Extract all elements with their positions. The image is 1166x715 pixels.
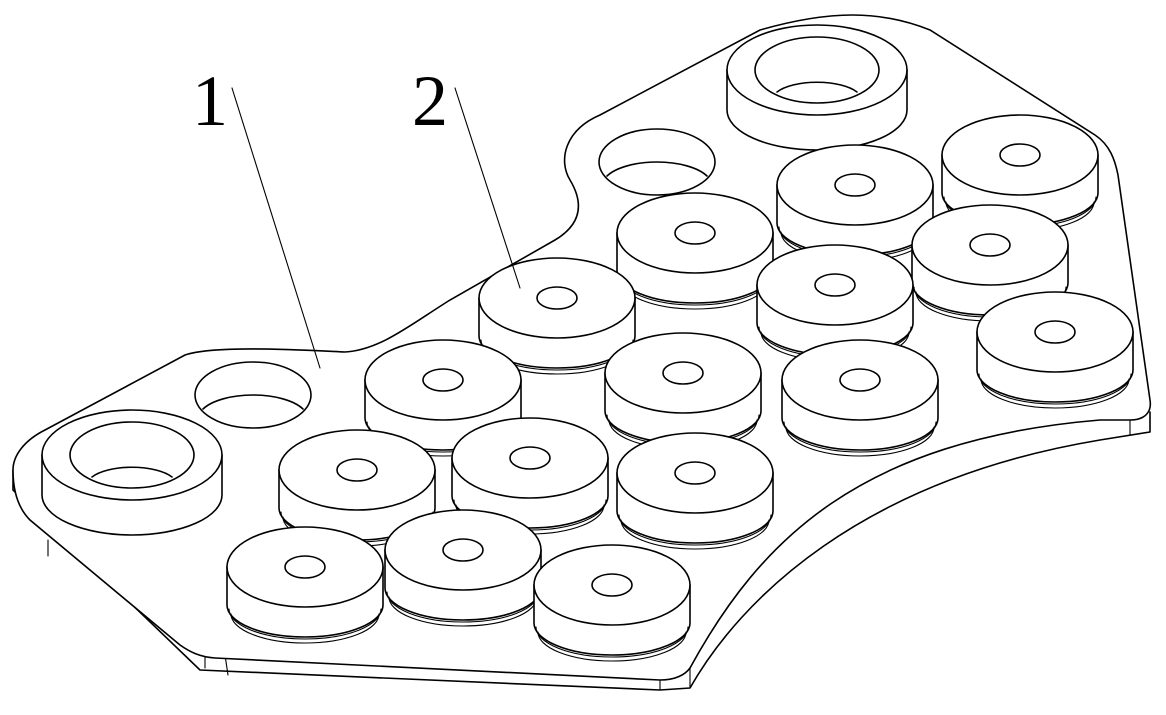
plate-hole-left	[194, 361, 312, 429]
plate-hole-right	[598, 128, 716, 196]
leader-line-2	[454, 87, 521, 289]
pad	[616, 192, 774, 310]
pad	[226, 526, 384, 644]
callout-1-label: 1	[192, 61, 228, 141]
pad	[781, 339, 939, 457]
callout-1: 1	[192, 61, 321, 369]
pad	[384, 509, 542, 627]
mounting-ring-left	[41, 409, 223, 536]
leader-line-1	[231, 87, 321, 369]
callout-2-label: 2	[412, 61, 448, 141]
pad	[976, 291, 1134, 409]
mounting-ring-top	[726, 24, 908, 151]
pad	[604, 332, 762, 450]
pad	[616, 432, 774, 550]
pad	[533, 544, 691, 662]
pad	[776, 144, 934, 262]
callout-2: 2	[412, 61, 521, 289]
